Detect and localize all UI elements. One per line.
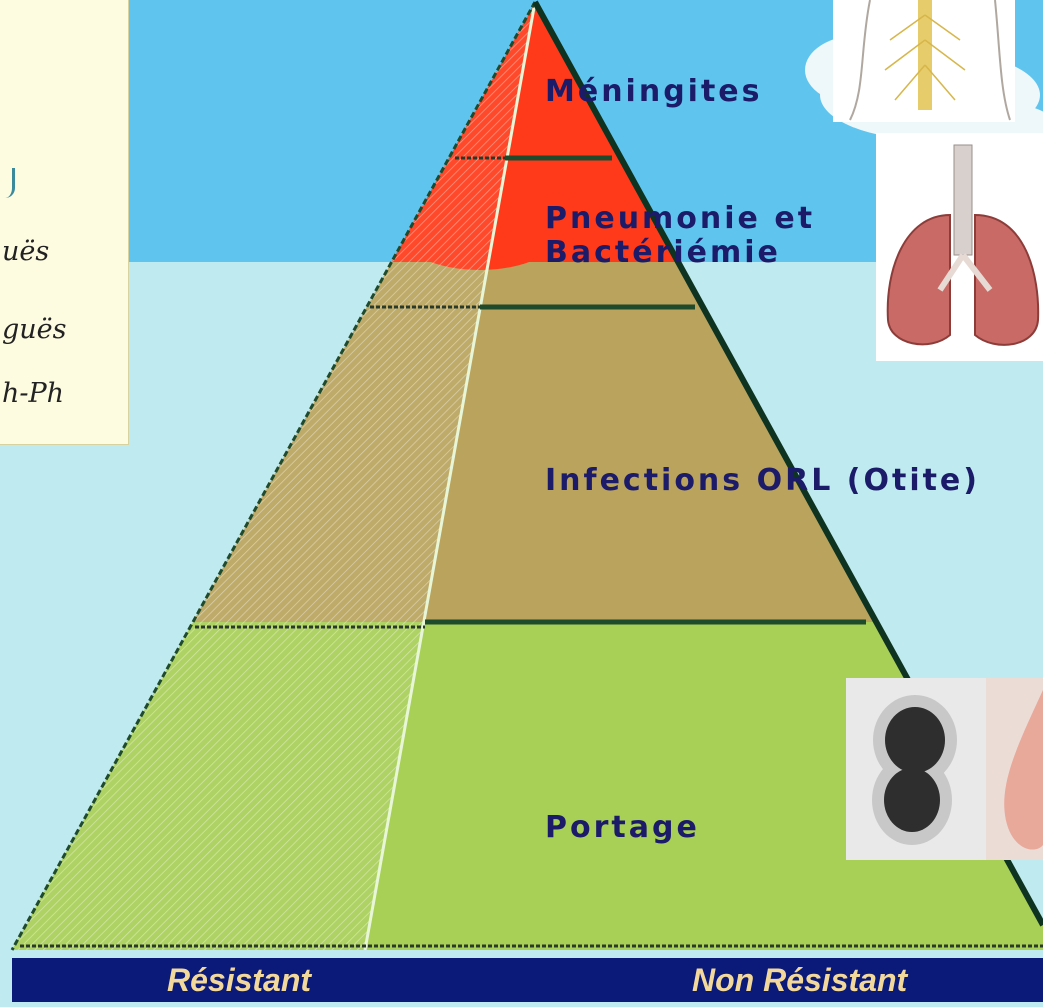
note-line-1: uës [2,236,49,267]
note-line-3: h-Ph [2,378,64,409]
label-pneumonie: Pneumonie et [545,203,815,235]
label-non-resistant: Non Résistant [692,962,907,999]
note-panel: uës guës h-Ph [0,0,129,445]
note-line-2: guës [2,314,67,345]
label-bacteriemie: Bactériémie [545,237,781,269]
bacteria-micrograph [846,678,986,860]
label-meningites: Méningites [545,74,763,109]
note-fragment [0,168,15,198]
label-infections-orl: Infections ORL (Otite) [545,463,980,498]
label-resistant: Résistant [167,962,311,999]
nose-photo [986,678,1043,860]
resistance-axis-bar: Résistant Non Résistant [12,958,1043,1002]
lungs-illustration [876,133,1043,361]
label-portage: Portage [545,810,700,845]
spine-illustration [833,0,1015,122]
